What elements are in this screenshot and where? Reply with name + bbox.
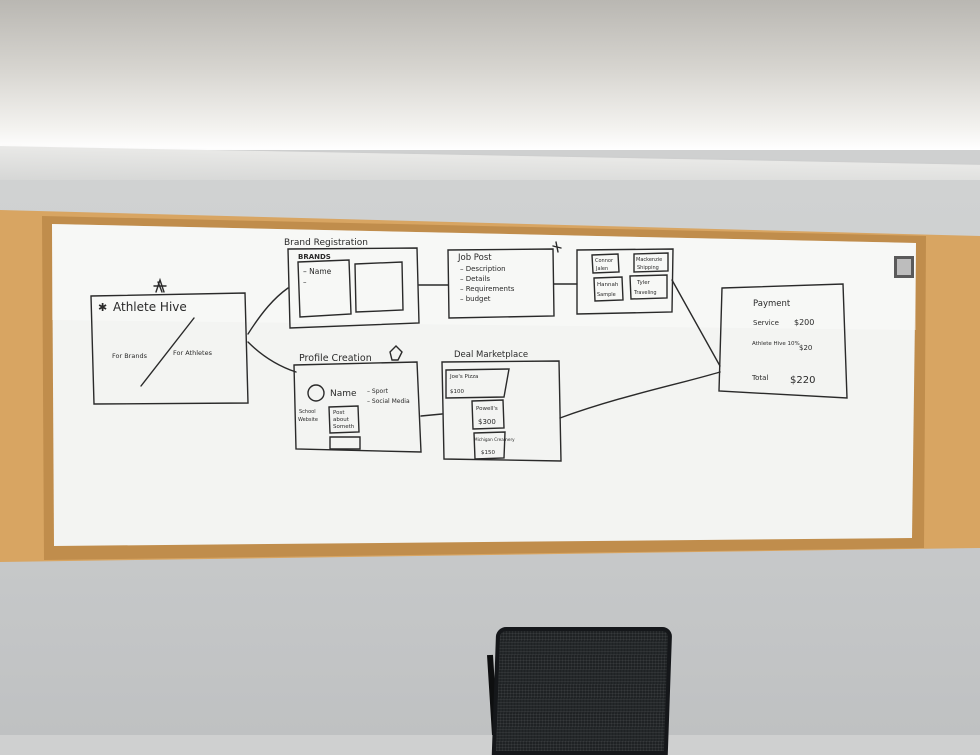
job-post-box xyxy=(447,248,555,319)
profile-post-text: Post xyxy=(333,410,345,416)
athlete-cell-text: Connor xyxy=(595,258,614,264)
star-icon xyxy=(153,277,167,293)
for-brands-label: For Brands xyxy=(112,352,148,360)
for-athletes-label: For Athletes xyxy=(173,349,213,357)
brand-registration-box xyxy=(287,247,420,329)
payment-service-label: Service xyxy=(753,319,779,327)
deal-name: Joe's Pizza xyxy=(449,374,478,380)
deal-card-3 xyxy=(473,431,506,460)
job-post-item: – Requirements xyxy=(460,285,515,293)
payment-service-amount: $200 xyxy=(794,318,814,327)
profile-stat: – Social Media xyxy=(367,398,410,405)
connector-home-profile xyxy=(247,341,297,373)
payment-box xyxy=(718,283,848,399)
deal-card-1 xyxy=(445,368,510,399)
connector-profile-deal xyxy=(420,413,443,417)
profile-school: School xyxy=(299,409,316,415)
athlete-cell-text: Hannah xyxy=(597,282,619,288)
deal-marketplace-box xyxy=(441,360,562,462)
deal-price: $150 xyxy=(481,450,495,456)
profile-website: Website xyxy=(298,417,318,423)
profile-footer-tab xyxy=(329,436,361,450)
office-chair xyxy=(491,627,673,755)
athlete-cell-text: Traveling xyxy=(633,290,657,296)
payment-total-label: Total xyxy=(751,374,768,382)
profile-creation-box xyxy=(293,361,422,453)
athlete-cell-text: Shipping xyxy=(637,265,659,271)
athlete-cell-text: Mackenzie xyxy=(636,257,662,263)
deal-name: Michigan Creamery xyxy=(474,437,515,442)
profile-post-text: about xyxy=(333,417,350,423)
brand-card-2 xyxy=(354,261,404,313)
payment-fee-amount: $20 xyxy=(799,344,812,352)
profile-post-text: Someth xyxy=(333,424,355,430)
connector-athletes-payment xyxy=(671,279,721,367)
ceiling xyxy=(0,0,980,150)
athlete-cell-1 xyxy=(591,253,620,274)
athlete-cell-2 xyxy=(633,252,669,273)
job-post-heading: Job Post xyxy=(457,253,492,263)
deal-price: $300 xyxy=(478,418,496,426)
payment-total-amount: $220 xyxy=(790,375,815,386)
job-post-item: – Details xyxy=(460,275,490,283)
board-glare xyxy=(52,224,916,330)
deal-name: Powell's xyxy=(476,406,498,412)
bullet-icon: ✱ xyxy=(98,301,107,314)
brand-registration-heading: Brand Registration xyxy=(284,238,368,248)
athlete-cell-text: Jalen xyxy=(595,266,608,272)
profile-stat: – Sport xyxy=(367,388,389,395)
job-post-item: – budget xyxy=(460,295,491,303)
athlete-cell-text: Tyler xyxy=(636,280,651,286)
brand-card-1 xyxy=(297,259,352,318)
payment-heading: Payment xyxy=(753,299,791,309)
brands-label: BRANDS xyxy=(298,253,331,261)
athlete-cell-text: Sample xyxy=(597,292,616,298)
avatar xyxy=(307,384,325,402)
brand-name-field: – Name xyxy=(303,267,332,276)
profile-name: Name xyxy=(330,389,357,399)
whiteboard-scene: Athlete Hive ✱ For Brands For Athletes B… xyxy=(0,210,980,735)
job-post-item: – Description xyxy=(460,265,506,273)
profile-post-box xyxy=(328,405,360,434)
athlete-cell-4 xyxy=(629,274,668,300)
connector-deal-payment xyxy=(559,371,721,419)
profile-creation-heading: Profile Creation xyxy=(299,353,372,364)
athlete-cell-3 xyxy=(593,276,624,302)
payment-fee-label: Athlete Hive 10% xyxy=(752,341,800,347)
athlete-hive-divider xyxy=(140,317,195,387)
qr-sticker-inner xyxy=(897,259,911,275)
brand-dash: – xyxy=(303,278,307,286)
whiteboard-surface xyxy=(52,224,916,546)
deal-price: $100 xyxy=(450,389,464,395)
athlete-hive-box xyxy=(90,292,249,405)
star-icon xyxy=(552,241,562,253)
connector-home-brand xyxy=(247,287,289,335)
deal-card-2 xyxy=(471,399,505,430)
star-icon xyxy=(389,345,403,361)
deal-marketplace-heading: Deal Marketplace xyxy=(454,350,528,360)
athlete-hive-title: Athlete Hive xyxy=(113,300,187,314)
athletes-grid-box xyxy=(576,248,674,315)
